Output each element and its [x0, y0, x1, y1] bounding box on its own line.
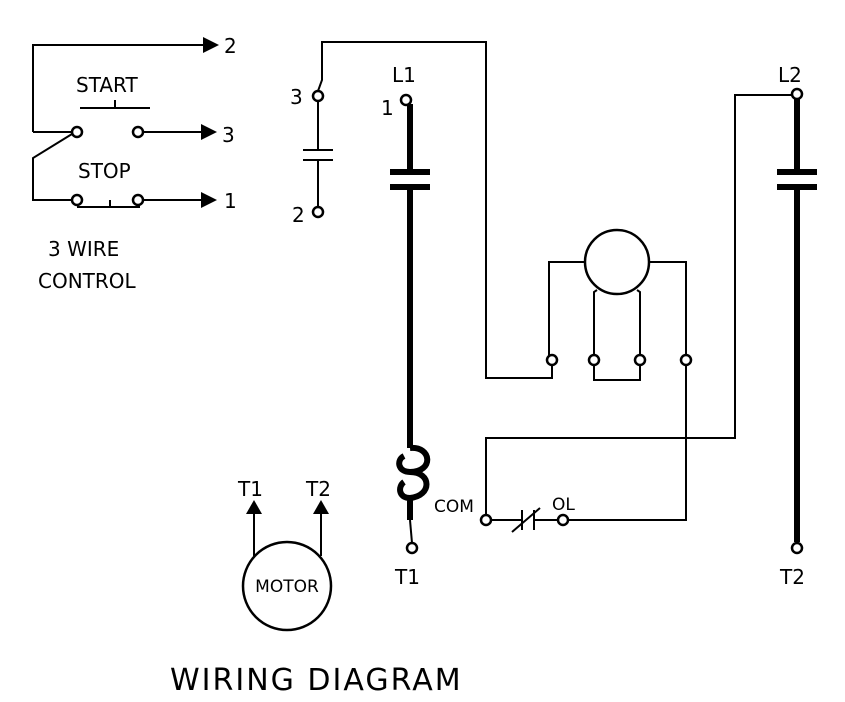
stop-label: STOP	[78, 159, 131, 183]
coil-wire-left	[548, 261, 585, 360]
overload-contact: COM OL	[434, 94, 796, 533]
control-wire-top	[32, 44, 205, 132]
arrow-2-icon	[203, 37, 219, 53]
coil-terminal-2	[587, 353, 601, 367]
ol-to-coil-wire	[568, 365, 687, 521]
ol-contact-slash	[511, 507, 541, 533]
overload-heater-coil	[396, 444, 431, 520]
l1-terminal-label: 1	[381, 96, 394, 120]
ol-terminal	[556, 513, 570, 527]
stop-terminal-right	[131, 193, 145, 207]
aux-wire-top	[317, 41, 553, 379]
contactor-coil	[545, 228, 693, 381]
coil-symbol	[583, 228, 651, 296]
l1-label: L1	[392, 63, 416, 87]
coil-wire-inner-right	[636, 289, 641, 360]
three-wire-control: 2 START 3 STOP 1 3 WIRE CONTROL	[32, 34, 237, 293]
control-caption-line1: 3 WIRE	[48, 237, 119, 261]
start-label: START	[76, 73, 138, 97]
control-caption-line2: CONTROL	[38, 269, 137, 293]
coil-wire-inner-left	[593, 289, 598, 360]
coil-terminal-4	[679, 353, 693, 367]
output-1-label: 1	[224, 189, 237, 213]
t2-terminal	[790, 541, 804, 555]
t1-terminal-label: T1	[394, 565, 420, 589]
coil-jumper	[593, 365, 641, 381]
start-terminal-right	[131, 125, 145, 139]
t1-terminal	[405, 541, 419, 555]
t2-terminal-label: T2	[779, 565, 805, 589]
aux-terminal-2-label: 2	[292, 203, 305, 227]
motor-arrow-t2-icon	[313, 500, 329, 514]
stop-terminal-left	[70, 193, 84, 207]
auxiliary-contact: 3 2	[290, 41, 553, 379]
l2-terminal	[790, 87, 804, 101]
line-2: L2 T2	[777, 63, 817, 589]
com-terminal	[479, 513, 493, 527]
diagram-title: WIRING DIAGRAM	[170, 663, 463, 698]
motor-symbol	[241, 540, 333, 632]
motor-t2-label: T2	[305, 477, 331, 501]
motor-arrow-t1-icon	[246, 500, 262, 514]
coil-terminal-3	[633, 353, 647, 367]
arrow-1-icon	[201, 192, 217, 208]
arrow-3-icon	[201, 124, 217, 140]
ol-label: OL	[552, 495, 575, 515]
aux-terminal-3-label: 3	[290, 85, 303, 109]
start-terminal-left	[70, 125, 84, 139]
coil-wire-right	[649, 261, 687, 360]
control-wire-link	[32, 133, 73, 201]
motor: T1 T2 MOTOR	[237, 477, 333, 632]
l1-terminal	[399, 93, 413, 107]
output-2-label: 2	[224, 34, 237, 58]
coil-terminal-1	[545, 353, 559, 367]
l2-label: L2	[778, 63, 802, 87]
aux-terminal-2	[311, 205, 325, 219]
motor-label: MOTOR	[255, 577, 319, 597]
line-1: L1 1 T1	[381, 63, 431, 589]
motor-t1-label: T1	[237, 477, 263, 501]
aux-terminal-3	[311, 89, 325, 103]
com-label: COM	[434, 497, 474, 517]
l2-to-com-wire	[485, 94, 796, 516]
t1-lead	[409, 519, 413, 544]
output-3-label: 3	[222, 123, 235, 147]
